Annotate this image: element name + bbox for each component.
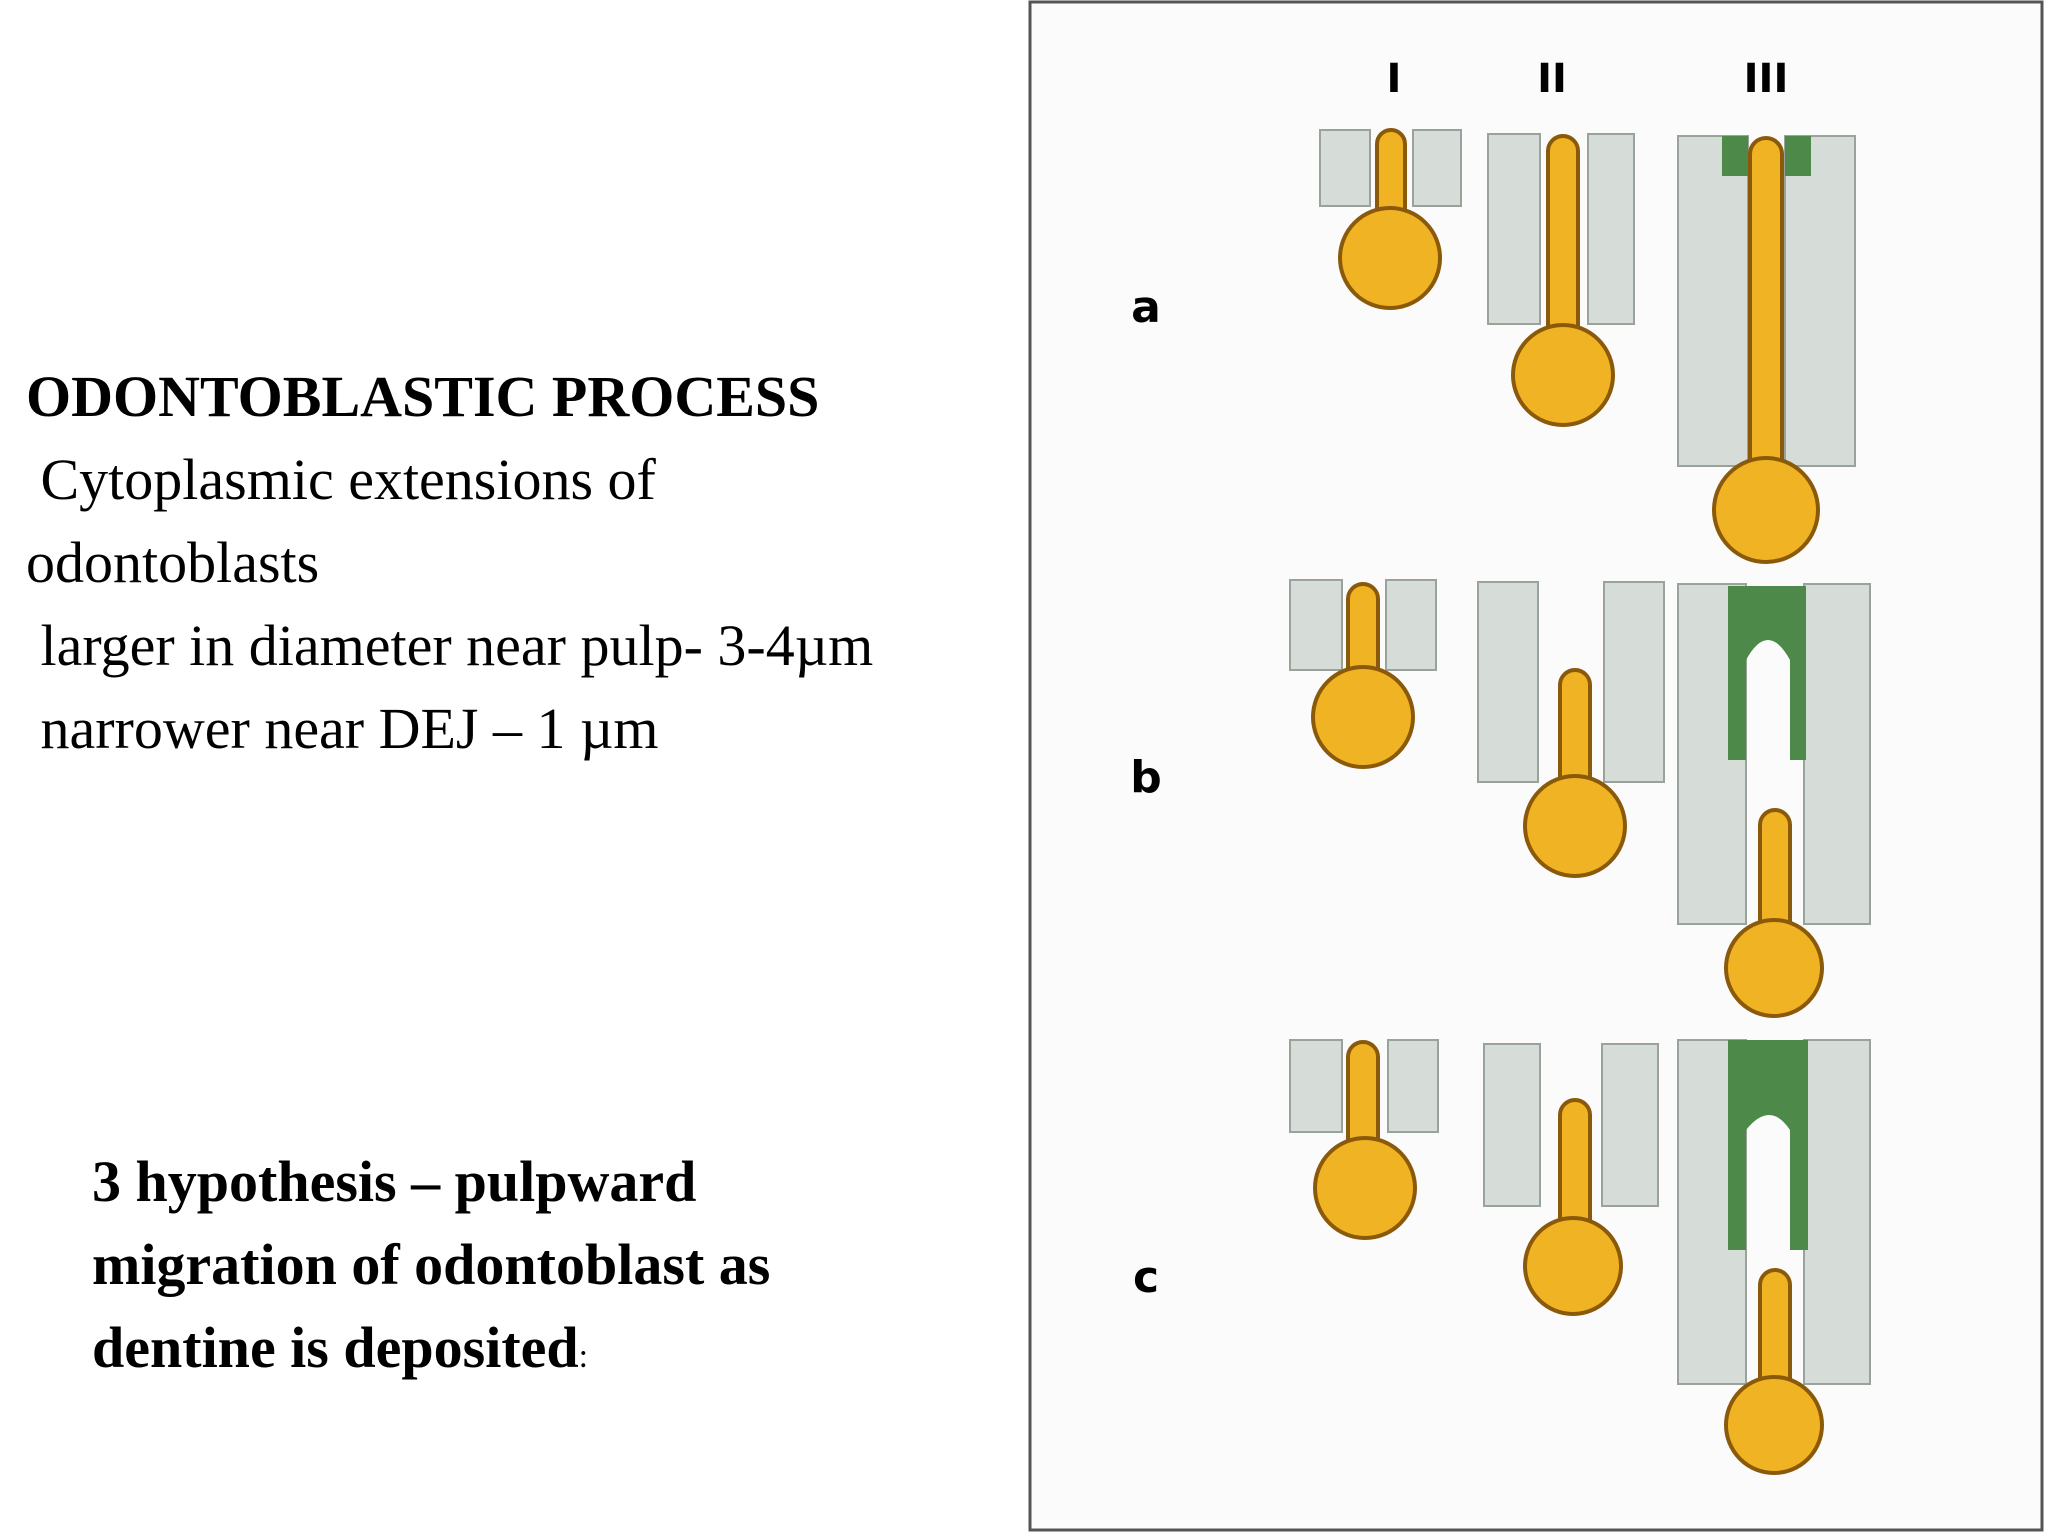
diagram-a-3 xyxy=(1677,135,1856,564)
hypothesis-colon: : xyxy=(578,1338,589,1375)
hypothesis-block: 3 hypothesis – pulpward migration of odo… xyxy=(92,1140,992,1398)
odontoblast-cell-body xyxy=(1712,456,1820,564)
description-line-1: Cytoplasmic extensions of xyxy=(26,447,656,512)
dentine-wall xyxy=(1387,1039,1439,1133)
dentine-wall xyxy=(1412,129,1462,207)
dentine-wall xyxy=(1784,135,1856,467)
odontoblast-cell-body xyxy=(1724,918,1824,1018)
dentine-wall xyxy=(1803,583,1871,925)
description-line-3: larger in diameter near pulp- 3-4µm xyxy=(26,613,874,678)
odontoblast-cell-body xyxy=(1511,323,1615,427)
hypothesis-line-1: 3 hypothesis – pulpward xyxy=(92,1149,697,1214)
dentine-wall xyxy=(1477,581,1539,783)
heading-block: ODONTOBLASTIC PROCESS Cytoplasmic extens… xyxy=(26,355,1026,770)
page-title: ODONTOBLASTIC PROCESS xyxy=(26,364,820,429)
dentine-wall xyxy=(1289,579,1343,671)
process-stalk xyxy=(1748,136,1784,500)
hypothesis-line-2: migration of odontoblast as xyxy=(92,1232,771,1297)
dentine-wall xyxy=(1587,133,1635,325)
dentine-wall xyxy=(1487,133,1541,325)
diagram-c-2 xyxy=(1483,1043,1659,1316)
diagram-a-2 xyxy=(1487,133,1635,427)
column-label-3: III xyxy=(1744,56,1789,102)
diagram-b-3 xyxy=(1677,583,1871,1018)
diagram-b-1 xyxy=(1289,579,1437,769)
row-label-c: c xyxy=(1133,1252,1159,1303)
mineralized-dentine xyxy=(1785,136,1811,176)
odontoblast-cell-body xyxy=(1338,206,1442,310)
dentine-wall xyxy=(1677,135,1749,467)
dentine-wall xyxy=(1385,579,1437,671)
diagram-a-1 xyxy=(1319,128,1462,310)
dentine-wall xyxy=(1603,581,1665,783)
dentine-wall xyxy=(1601,1043,1659,1207)
description-line-2: odontoblasts xyxy=(26,530,320,595)
diagram-c-3 xyxy=(1677,1039,1871,1475)
column-label-1: I xyxy=(1387,56,1402,102)
mineralized-dentine xyxy=(1722,136,1748,176)
column-label-2: II xyxy=(1537,56,1567,102)
odontoblast-cell-body xyxy=(1311,665,1415,769)
row-a xyxy=(1319,128,1856,564)
dentine-wall xyxy=(1319,129,1371,207)
row-b xyxy=(1289,579,1871,1018)
row-c xyxy=(1289,1039,1871,1475)
mineralized-dentine xyxy=(1728,1040,1808,1250)
hypothesis-line-3-text: dentine is deposited xyxy=(92,1315,579,1380)
odontoblast-migration-figure: I II III a b c xyxy=(1028,0,2044,1532)
row-label-b: b xyxy=(1130,752,1162,803)
mineralized-dentine xyxy=(1728,586,1806,760)
odontoblast-cell-body xyxy=(1523,1216,1623,1316)
row-label-a: a xyxy=(1131,282,1161,333)
description-line-4: narrower near DEJ – 1 µm xyxy=(26,696,659,761)
dentine-wall xyxy=(1289,1039,1343,1133)
odontoblast-cell-body xyxy=(1724,1375,1824,1475)
diagram-b-2 xyxy=(1477,581,1665,878)
diagram-c-1 xyxy=(1289,1039,1439,1240)
odontoblast-cell-body xyxy=(1313,1136,1417,1240)
dentine-wall xyxy=(1803,1039,1871,1385)
odontoblast-cell-body xyxy=(1523,774,1627,878)
hypothesis-line-3: dentine is deposited: xyxy=(92,1306,992,1398)
dentine-wall xyxy=(1483,1043,1541,1207)
